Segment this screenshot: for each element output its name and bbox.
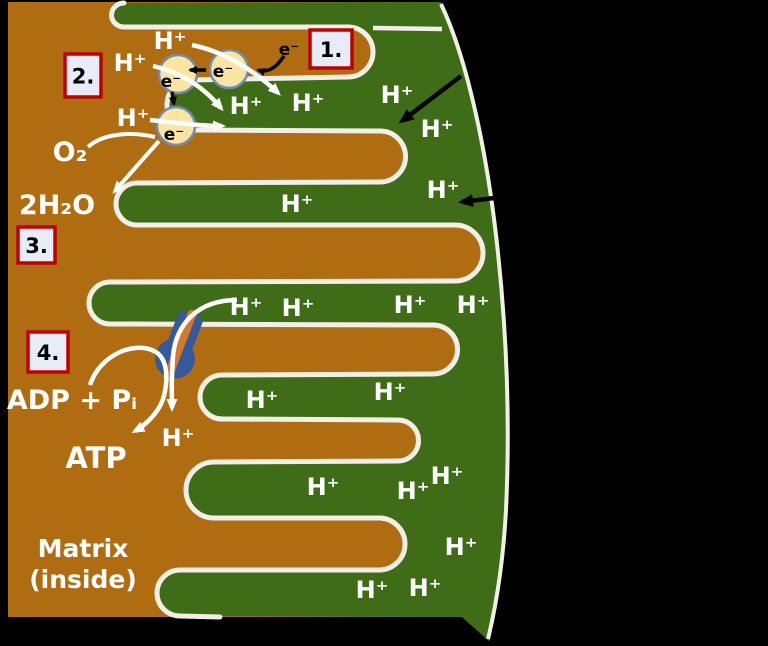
arrows <box>86 42 495 433</box>
proton-label-18: H⁺ <box>397 477 430 505</box>
proton-label-14: H⁺ <box>246 386 279 414</box>
adp-pi-label: ADP + Pᵢ <box>7 385 137 416</box>
electron-entry-arrow <box>256 55 286 76</box>
proton-label-2: H⁺ <box>114 49 147 77</box>
step-box-3 <box>16 225 57 265</box>
proton-label-15: H⁺ <box>374 378 407 406</box>
proton-label-13: H⁺ <box>457 291 490 319</box>
proton-label-8: H⁺ <box>427 176 460 204</box>
proton-label-3: H⁺ <box>117 104 150 132</box>
step-number-3: 3. <box>25 234 48 258</box>
proton-label-20: H⁺ <box>356 576 389 604</box>
oxygen-label: O₂ <box>53 137 88 168</box>
proton-label-7: H⁺ <box>421 115 454 143</box>
proton-label-19: H⁺ <box>431 462 464 490</box>
proton-label-9: H⁺ <box>281 190 314 218</box>
proton-label-21: H⁺ <box>409 574 442 602</box>
outer-proton-arrow-2 <box>458 194 495 208</box>
inner-membrane-line <box>86 0 486 620</box>
proton-label-22: H⁺ <box>445 533 478 561</box>
proton-label-17: H⁺ <box>307 473 340 501</box>
proton-flow-through-synthase-arrow <box>166 297 238 412</box>
water-arrow <box>112 139 161 195</box>
proton-labels: H⁺H⁺H⁺H⁺H⁺H⁺H⁺H⁺H⁺H⁺H⁺H⁺H⁺H⁺H⁺H⁺H⁺H⁺H⁺H⁺… <box>114 27 490 604</box>
step-box-2 <box>63 52 103 99</box>
step-number-4: 4. <box>37 341 60 365</box>
free-electron-symbol: e⁻ <box>279 40 300 60</box>
proton-label-11: H⁺ <box>282 294 315 322</box>
proton-label-6: H⁺ <box>381 81 414 109</box>
atp-label: ATP <box>65 441 126 475</box>
proton-pump-arrow-1 <box>191 42 281 96</box>
proton-label-10: H⁺ <box>230 293 263 321</box>
proton-pump-arrow-3 <box>149 117 226 132</box>
proton-pump-arrow-2 <box>152 63 224 112</box>
oxygen-connector-line <box>86 132 156 149</box>
matrix-label-line2: (inside) <box>29 565 137 594</box>
step-number-1: 1. <box>320 38 343 62</box>
outer-membrane-line <box>439 3 510 640</box>
electron-transfer-arrow-2 <box>168 91 177 106</box>
adp-to-atp-arrow <box>87 345 169 433</box>
matrix-label-line1: Matrix <box>38 534 129 563</box>
proton-label-16: H⁺ <box>162 424 195 452</box>
step-number-2: 2. <box>72 65 95 89</box>
step-box-1 <box>308 28 354 70</box>
inner-membrane-top-segment <box>372 25 443 32</box>
electron-symbol-3: e⁻ <box>164 125 185 145</box>
electron-symbol-2: e⁻ <box>161 72 182 92</box>
step-box-4 <box>26 330 70 374</box>
outer-proton-arrow-1 <box>398 74 463 124</box>
proton-label-12: H⁺ <box>394 291 427 319</box>
electron-symbol-1: e⁻ <box>213 62 234 82</box>
proton-label-1: H⁺ <box>154 27 187 55</box>
proton-label-4: H⁺ <box>230 92 263 120</box>
intermembrane-space-region <box>89 2 508 641</box>
proton-label-5: H⁺ <box>292 89 325 117</box>
step-markers: 1. 2. 3. 4. <box>16 28 354 374</box>
water-label: 2H₂O <box>19 190 95 221</box>
